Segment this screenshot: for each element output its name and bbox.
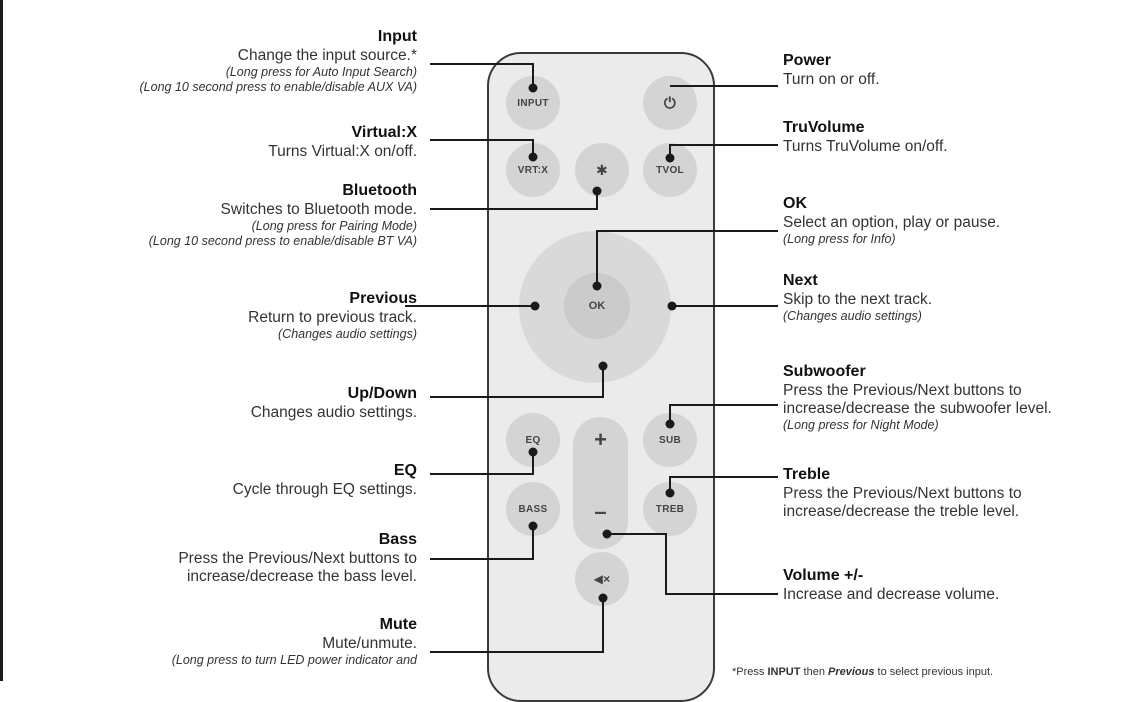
power-title: Power (783, 52, 832, 69)
truvolume-title: TruVolume (783, 119, 865, 136)
updown-title: Up/Down (347, 385, 417, 402)
treble-leader (669, 476, 778, 493)
bluetooth-label: Bluetooth Switches to Bluetooth mode. (L… (149, 182, 417, 249)
bass-label: Bass Press the Previous/Next buttons to … (178, 531, 417, 586)
bass-dot (528, 521, 538, 531)
bluetooth-title: Bluetooth (342, 182, 417, 199)
footnote-mid: then (800, 666, 828, 678)
footnote: *Press INPUT then Previous to select pre… (732, 666, 993, 678)
previous-dot (530, 301, 540, 311)
footnote-suffix: to select previous input. (874, 666, 994, 678)
treble-dot (665, 488, 675, 498)
virtualx-title: Virtual:X (351, 124, 418, 141)
bluetooth-note-1: (Long press for Pairing Mode) (251, 219, 417, 234)
subwoofer-desc-1: Press the Previous/Next buttons to (783, 381, 1022, 399)
volume-title: Volume +/- (783, 567, 864, 584)
next-label: Next Skip to the next track. (Changes au… (783, 272, 932, 324)
updown-label: Up/Down Changes audio settings. (251, 385, 417, 422)
bass-desc-2: increase/decrease the bass level. (186, 568, 417, 586)
truvolume-desc: Turns TruVolume on/off. (783, 137, 948, 155)
virtualx-leader (430, 139, 534, 155)
power-label: Power Turn on or off. (783, 52, 880, 89)
updown-leader (430, 366, 604, 398)
leader-lines (405, 63, 778, 653)
input-leader (430, 63, 534, 86)
previous-note: (Changes audio settings) (278, 327, 417, 342)
volume-up-icon[interactable]: + (594, 427, 607, 452)
volume-desc: Increase and decrease volume. (783, 585, 1000, 603)
previous-title: Previous (349, 290, 417, 307)
previous-label: Previous Return to previous track. (Chan… (248, 290, 417, 342)
eq-dot (528, 447, 538, 457)
updown-desc: Changes audio settings. (250, 403, 417, 421)
treble-label: Treble Press the Previous/Next buttons t… (783, 466, 1022, 521)
volume-label: Volume +/- Increase and decrease volume. (783, 567, 999, 604)
volume-leader (607, 533, 778, 595)
ok-title: OK (783, 195, 807, 212)
power-desc: Turn on or off. (783, 70, 880, 88)
footnote-prefix: *Press (732, 666, 768, 678)
input-note-2: (Long 10 second press to enable/disable … (139, 79, 418, 94)
updown-dot (598, 361, 608, 371)
input-desc: Change the input source.* (237, 46, 417, 64)
truvolume-label: TruVolume Turns TruVolume on/off. (783, 119, 948, 156)
ok-dot (592, 281, 602, 291)
ok-desc: Select an option, play or pause. (783, 213, 1001, 231)
mute-desc: Mute/unmute. (322, 634, 417, 652)
virtualx-dot (528, 152, 538, 162)
bluetooth-dot (592, 186, 602, 196)
subwoofer-dot (665, 419, 675, 429)
bluetooth-desc: Switches to Bluetooth mode. (220, 200, 417, 218)
input-title: Input (377, 28, 417, 45)
subwoofer-label: Subwoofer Press the Previous/Next button… (783, 363, 1052, 433)
next-desc: Skip to the next track. (783, 290, 933, 308)
bluetooth-leader (430, 193, 598, 210)
volume-down-icon[interactable]: – (594, 499, 607, 524)
ok-label: OK Select an option, play or pause. (Lon… (783, 195, 1000, 247)
next-note: (Changes audio settings) (783, 309, 922, 324)
input-dot (528, 83, 538, 93)
ok-note: (Long press for Info) (783, 232, 896, 247)
mute-title: Mute (379, 616, 417, 633)
bass-title: Bass (378, 531, 417, 548)
next-dot (667, 301, 677, 311)
ok-leader (596, 230, 778, 286)
treble-desc-2: increase/decrease the treble level. (783, 503, 1020, 521)
treble-desc-1: Press the Previous/Next buttons to (783, 484, 1022, 502)
previous-desc: Return to previous track. (248, 308, 417, 326)
subwoofer-desc-2: increase/decrease the subwoofer level. (783, 400, 1052, 418)
truvolume-leader (669, 144, 778, 158)
eq-leader (430, 454, 534, 475)
left-border (0, 0, 3, 681)
volume-dot (602, 529, 612, 539)
mute-note: (Long press to turn LED power indicator … (171, 653, 417, 668)
footnote-input: INPUT (767, 666, 801, 678)
subwoofer-note: (Long press for Night Mode) (783, 418, 939, 433)
virtualx-desc: Turns Virtual:X on/off. (268, 142, 417, 160)
truvolume-dot (665, 153, 675, 163)
subwoofer-title: Subwoofer (783, 363, 866, 380)
footnote-previous: Previous (828, 666, 875, 678)
next-title: Next (783, 272, 818, 289)
volume-rocker[interactable]: + – (573, 417, 628, 549)
mute-leader (430, 598, 604, 653)
virtualx-label: Virtual:X Turns Virtual:X on/off. (268, 124, 417, 161)
eq-desc: Cycle through EQ settings. (232, 480, 417, 498)
bluetooth-button[interactable]: ✱ (575, 143, 629, 197)
bluetooth-note-2: (Long 10 second press to enable/disable … (148, 233, 417, 248)
mute-dot (598, 593, 608, 603)
mute-label: Mute Mute/unmute. (Long press to turn LE… (172, 616, 417, 668)
input-note-1: (Long press for Auto Input Search) (225, 65, 417, 80)
bass-desc-1: Press the Previous/Next buttons to (178, 549, 417, 567)
bass-leader (430, 526, 534, 560)
treble-title: Treble (783, 466, 831, 483)
subwoofer-leader (669, 404, 778, 424)
eq-title: EQ (393, 462, 417, 479)
input-label: Input Change the input source.* (Long pr… (140, 28, 418, 95)
eq-label: EQ Cycle through EQ settings. (233, 462, 417, 499)
